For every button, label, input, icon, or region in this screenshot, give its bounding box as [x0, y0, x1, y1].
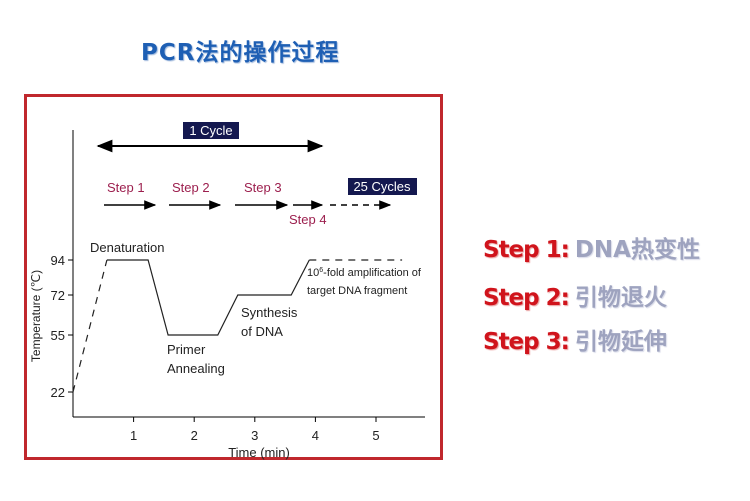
amplification-exponent: 6 [319, 267, 323, 274]
x-tick-label: 2 [191, 428, 198, 443]
y-tick-label: 72 [51, 288, 65, 303]
amplification-prefix: 10 [307, 267, 319, 279]
denaturation-label: Denaturation [90, 240, 164, 255]
x-axis-label: Time (min) [228, 445, 290, 460]
cycle-label: 1 Cycle [189, 123, 232, 138]
temperature-series-warm-up [72, 259, 108, 393]
step-2-label: Step 2 [172, 180, 210, 195]
legend-item-step-3: Step 3:引物延伸 [483, 322, 667, 356]
synthesis-label-2: of DNA [241, 324, 283, 339]
x-tick-label: 3 [251, 428, 258, 443]
legend-step-desc: DNA热变性 [574, 237, 700, 263]
legend-step-label: Step 2: [483, 285, 570, 311]
y-tick-label: 55 [51, 328, 65, 343]
x-tick-label: 5 [372, 428, 379, 443]
temperature-series-cycle [106, 259, 310, 336]
legend-step-label: Step 3: [483, 329, 570, 355]
cycles-badge [348, 178, 417, 195]
legend-step-desc: 引物延伸 [574, 329, 667, 355]
cycle-badge [183, 122, 239, 139]
synthesis-label-1: Synthesis [241, 305, 298, 320]
amplification-label-2: target DNA fragment [307, 285, 407, 297]
diagram-frame [24, 94, 443, 460]
legend-step-desc: 引物退火 [574, 285, 667, 311]
legend-step-label: Step 1: [483, 237, 570, 263]
step-3-label: Step 3 [244, 180, 282, 195]
x-tick-label: 1 [130, 428, 137, 443]
step-1-label: Step 1 [107, 180, 145, 195]
legend-item-step-2: Step 2:引物退火 [483, 278, 667, 312]
y-tick-label: 94 [51, 253, 65, 268]
x-tick-label: 4 [312, 428, 319, 443]
cycles-label: 25 Cycles [353, 179, 411, 194]
y-axis-label: Temperature (℃) [29, 270, 43, 362]
primer-annealing-label-1: Primer [167, 342, 206, 357]
primer-annealing-label-2: Annealing [167, 361, 225, 376]
step-4-label: Step 4 [289, 212, 327, 227]
legend-item-step-1: Step 1:DNA热变性 [483, 230, 700, 264]
amplification-label-1: 106-fold amplification of [307, 267, 422, 279]
amplification-suffix: -fold amplification of [323, 267, 422, 279]
y-tick-label: 22 [51, 385, 65, 400]
page-title: PCR法的操作过程 [141, 40, 340, 66]
